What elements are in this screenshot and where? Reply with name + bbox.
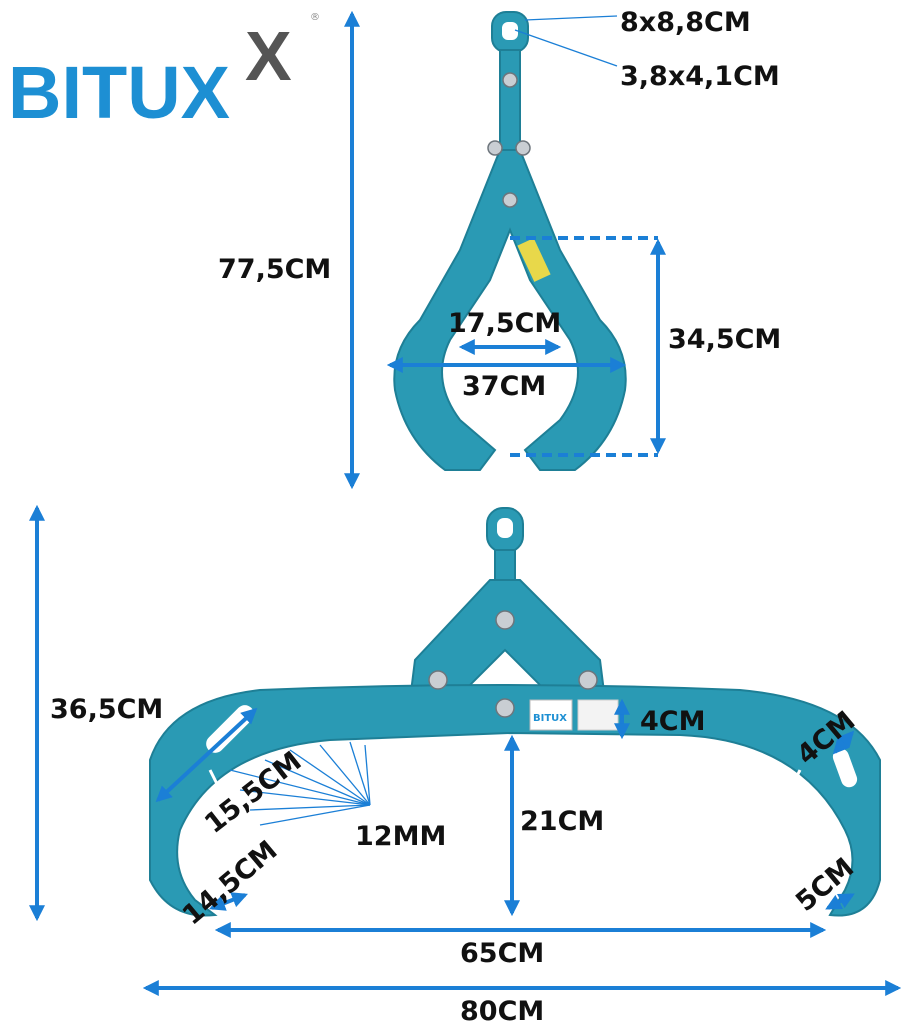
total-width-label: 80CM (460, 996, 544, 1027)
logo-text: BITUX (8, 51, 230, 134)
inner-span-label: 65CM (460, 938, 544, 969)
tooth-size-label: 12MM (355, 821, 446, 852)
bottom-total-height-label: 36,5CM (50, 694, 163, 725)
brand-logo: BITUX X ® (8, 12, 320, 134)
top-tong-illustration (393, 11, 627, 471)
tooth-pitch-lines (229, 741, 371, 826)
logo-registered-mark: ® (310, 12, 320, 23)
claw-length-label: 14,5CM (177, 835, 284, 932)
ring-outer-label: 8x8,8CM (620, 7, 751, 38)
bar-height-label: 4CM (640, 706, 705, 737)
ring-inner-label: 3,8x4,1CM (620, 61, 780, 92)
outer-width-label: 37CM (462, 371, 546, 402)
jaw-height-label: 34,5CM (668, 324, 781, 355)
inner-opening-label: 17,5CM (448, 308, 561, 339)
plate-brand-label: BITUX (533, 713, 567, 724)
top-total-height-label: 77,5CM (218, 254, 331, 285)
inner-height-label: 21CM (520, 806, 604, 837)
logo-x-mark: X (245, 17, 292, 95)
